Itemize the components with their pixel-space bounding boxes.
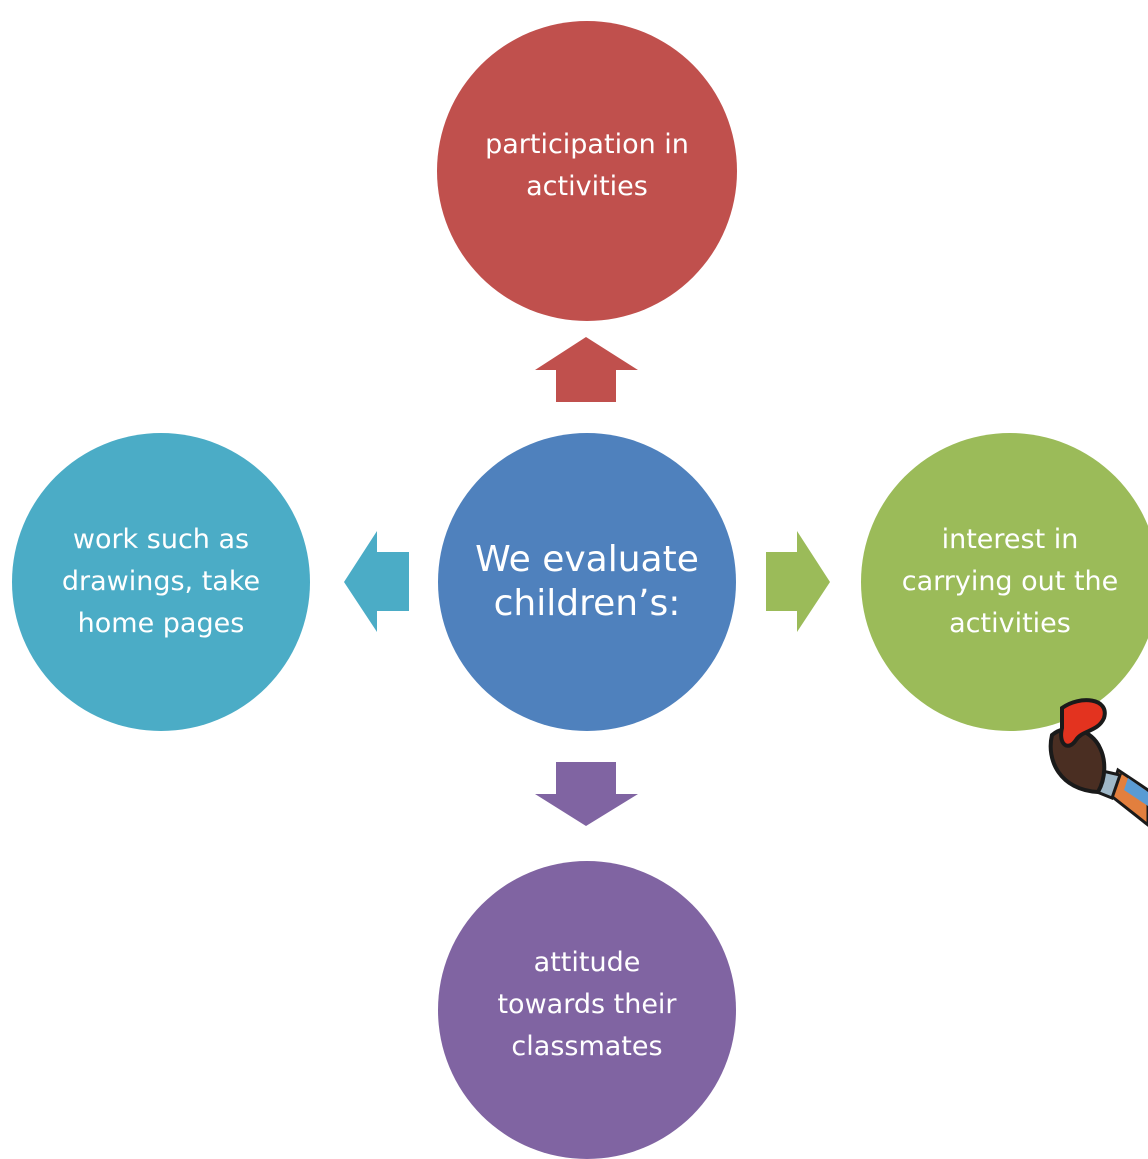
node-attitude-label: attitude towards their classmates — [497, 947, 677, 1062]
node-center-label: We evaluate children’s: — [475, 539, 699, 624]
arrow-down-icon — [535, 762, 638, 826]
node-work-label: work such as drawings, take home pages — [61, 524, 261, 639]
node-interest-label: interest in carrying out the activities — [901, 524, 1119, 639]
arrow-up-icon — [535, 337, 638, 402]
node-interest: interest in carrying out the activities — [861, 433, 1148, 731]
node-participation-label: participation in activities — [485, 129, 689, 202]
node-center: We evaluate children’s: — [438, 433, 736, 731]
node-attitude: attitude towards their classmates — [438, 861, 736, 1159]
node-work: work such as drawings, take home pages — [12, 433, 310, 731]
node-participation: participation in activities — [437, 21, 737, 321]
arrow-right-icon — [766, 531, 830, 632]
arrow-left-icon — [344, 531, 409, 632]
